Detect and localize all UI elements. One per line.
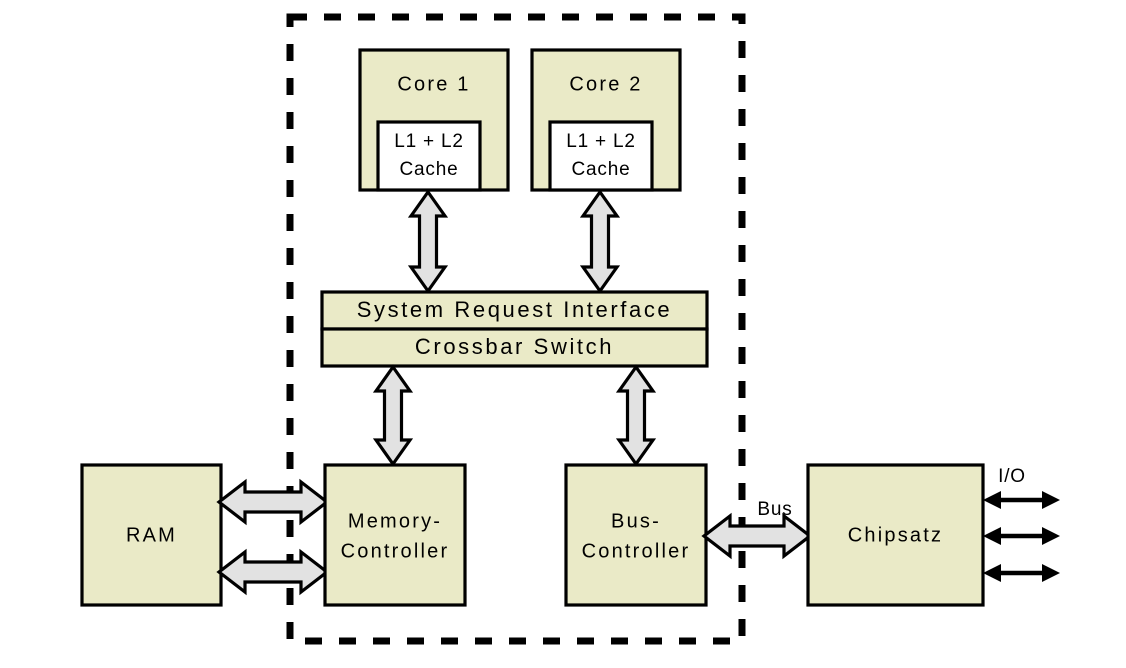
crossbar-to-memory-controller-arrow bbox=[372, 364, 414, 467]
processor-die-boundary bbox=[286, 13, 746, 645]
ram-label: RAM bbox=[126, 524, 177, 546]
bus-controller-box[interactable] bbox=[564, 463, 708, 607]
bus-label: Bus bbox=[757, 499, 792, 520]
core-2-label: Core 2 bbox=[569, 73, 642, 95]
io-arrow-3 bbox=[983, 564, 1060, 582]
io-label: I/O bbox=[998, 466, 1026, 487]
bus-controller-label-line2: Controller bbox=[582, 540, 691, 562]
core-2-cache-label-line2: Cache bbox=[572, 159, 631, 180]
ram-to-memory-controller-arrow-top bbox=[216, 478, 330, 526]
ram-to-memory-controller-arrow-bottom bbox=[216, 548, 330, 596]
memory-controller-label-line2: Controller bbox=[341, 540, 450, 562]
ram-box[interactable] bbox=[80, 463, 223, 607]
memory-controller-box[interactable] bbox=[323, 463, 467, 607]
core-1-label: Core 1 bbox=[397, 73, 470, 95]
core-1-cache-box[interactable] bbox=[376, 120, 482, 192]
bus-arrow bbox=[701, 512, 813, 560]
crossbar-switch-label: Crossbar Switch bbox=[415, 334, 614, 359]
core-2-to-sri-arrow bbox=[579, 189, 621, 294]
core-1-cache-label-line2: Cache bbox=[400, 159, 459, 180]
core-1-to-sri-arrow bbox=[407, 189, 449, 294]
crossbar-to-bus-controller-arrow bbox=[615, 364, 657, 467]
core-2-cache-label-line1: L1 + L2 bbox=[566, 131, 636, 152]
crossbar-switch-box[interactable] bbox=[320, 327, 709, 368]
chipset-label: Chipsatz bbox=[848, 524, 943, 546]
core-1-cache-label-line1: L1 + L2 bbox=[394, 131, 464, 152]
system-request-interface-label: System Request Interface bbox=[357, 297, 673, 322]
memory-controller-label-line1: Memory- bbox=[348, 510, 442, 532]
system-request-interface-box[interactable] bbox=[320, 290, 709, 331]
io-arrow-1 bbox=[983, 491, 1060, 509]
chipset-box[interactable] bbox=[806, 463, 985, 607]
bus-controller-label-line1: Bus- bbox=[611, 510, 661, 532]
io-arrow-2 bbox=[983, 527, 1060, 545]
core-2-cache-box[interactable] bbox=[548, 120, 654, 192]
